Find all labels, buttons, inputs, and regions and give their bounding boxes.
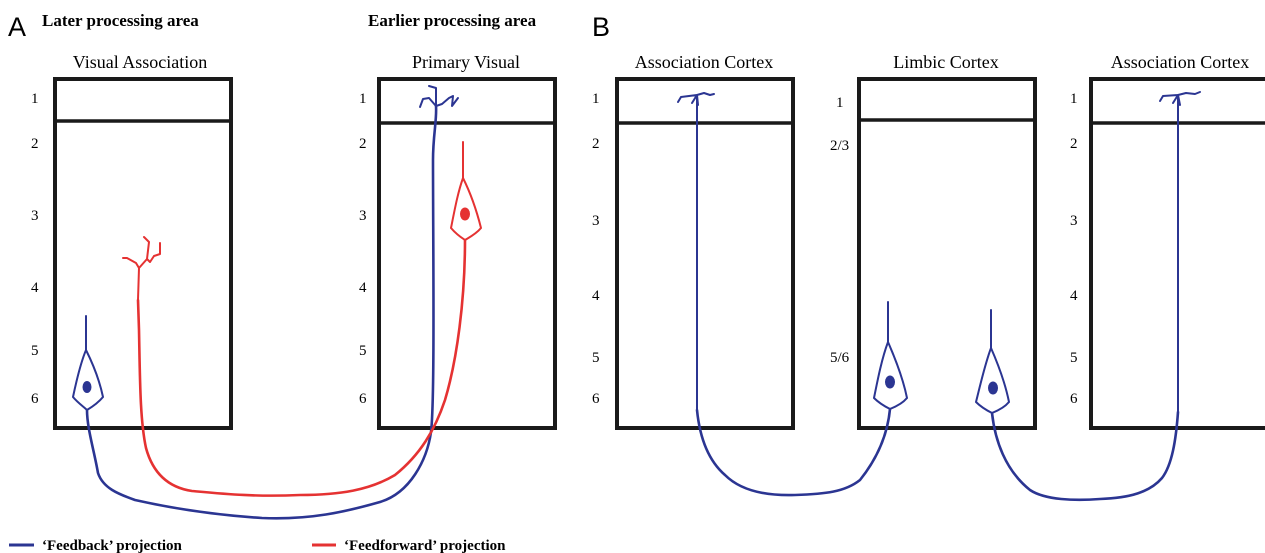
layer-label: 5 bbox=[1070, 350, 1078, 366]
legend-feedforward-label: ‘Feedforward’ projection bbox=[344, 538, 506, 553]
feedback-projection-b-right bbox=[990, 410, 1180, 502]
layer-label: 3 bbox=[1070, 213, 1078, 229]
layer-label: 2 bbox=[31, 136, 39, 152]
feedback-neuron-association-left bbox=[677, 92, 715, 411]
feedforward-dendrite-visual-association bbox=[122, 236, 161, 301]
feedforward-projection-a bbox=[136, 238, 467, 497]
layer-label: 6 bbox=[359, 391, 367, 407]
feedback-terminal-primary-visual bbox=[419, 85, 459, 108]
layer-label: 4 bbox=[359, 280, 367, 296]
layer-label: 6 bbox=[1070, 391, 1078, 407]
layer-label: 2 bbox=[359, 136, 367, 152]
layer-labels-limbic-cortex: 1 2/3 5/6 bbox=[830, 95, 850, 366]
layer-label: 6 bbox=[31, 391, 39, 407]
feedback-projection-a bbox=[85, 104, 438, 520]
layer-labels-association-cortex-right: 1 2 3 4 5 6 bbox=[1070, 91, 1078, 407]
layer-label: 4 bbox=[1070, 288, 1078, 304]
layer-labels-primary-visual: 1 2 3 4 5 6 bbox=[359, 91, 367, 407]
feedback-terminal-association-right bbox=[1159, 91, 1201, 413]
layer-label: 2/3 bbox=[830, 138, 849, 154]
area-title-visual-association: Visual Association bbox=[73, 52, 207, 72]
box-visual-association bbox=[53, 77, 233, 430]
area-title-association-cortex-right: Association Cortex bbox=[1111, 52, 1249, 72]
layer-label: 5/6 bbox=[830, 350, 850, 366]
earlier-processing-heading: Earlier processing area bbox=[368, 11, 537, 30]
panel-b-letter: B bbox=[592, 12, 610, 42]
feedforward-neuron-primary-visual bbox=[450, 141, 482, 241]
feedback-projection-b-left bbox=[695, 407, 892, 497]
box-association-cortex-right bbox=[1089, 77, 1265, 430]
box-association-cortex-left bbox=[615, 77, 795, 430]
layer-label: 5 bbox=[592, 350, 600, 366]
layer-label: 3 bbox=[31, 208, 39, 224]
layer-label: 3 bbox=[359, 208, 367, 224]
limbic-neuron-1 bbox=[873, 301, 908, 410]
box-limbic-cortex bbox=[857, 77, 1037, 430]
feedback-neuron-visual-association bbox=[72, 315, 104, 411]
panel-a-letter: A bbox=[8, 12, 26, 42]
layer-label: 1 bbox=[836, 95, 844, 111]
legend-feedback-label: ‘Feedback’ projection bbox=[42, 538, 182, 553]
area-title-primary-visual: Primary Visual bbox=[412, 52, 520, 72]
layer-label: 6 bbox=[592, 391, 600, 407]
limbic-neuron-2 bbox=[975, 309, 1010, 414]
layer-labels-visual-association: 1 2 3 4 5 6 bbox=[31, 91, 39, 407]
layer-label: 5 bbox=[31, 343, 39, 359]
box-primary-visual bbox=[377, 77, 557, 430]
layer-label: 1 bbox=[592, 91, 600, 107]
layer-label: 1 bbox=[1070, 91, 1078, 107]
layer-label: 2 bbox=[1070, 136, 1078, 152]
area-title-association-cortex-left: Association Cortex bbox=[635, 52, 773, 72]
layer-labels-association-cortex-left: 1 2 3 4 5 6 bbox=[592, 91, 600, 407]
layer-label: 2 bbox=[592, 136, 600, 152]
later-processing-heading: Later processing area bbox=[42, 11, 199, 30]
area-title-limbic-cortex: Limbic Cortex bbox=[893, 52, 998, 72]
layer-label: 4 bbox=[31, 280, 39, 296]
legend: ‘Feedback’ projection ‘Feedforward’ proj… bbox=[9, 538, 506, 553]
layer-label: 4 bbox=[592, 288, 600, 304]
layer-label: 5 bbox=[359, 343, 367, 359]
layer-label: 1 bbox=[31, 91, 39, 107]
layer-label: 3 bbox=[592, 213, 600, 229]
layer-label: 1 bbox=[359, 91, 367, 107]
